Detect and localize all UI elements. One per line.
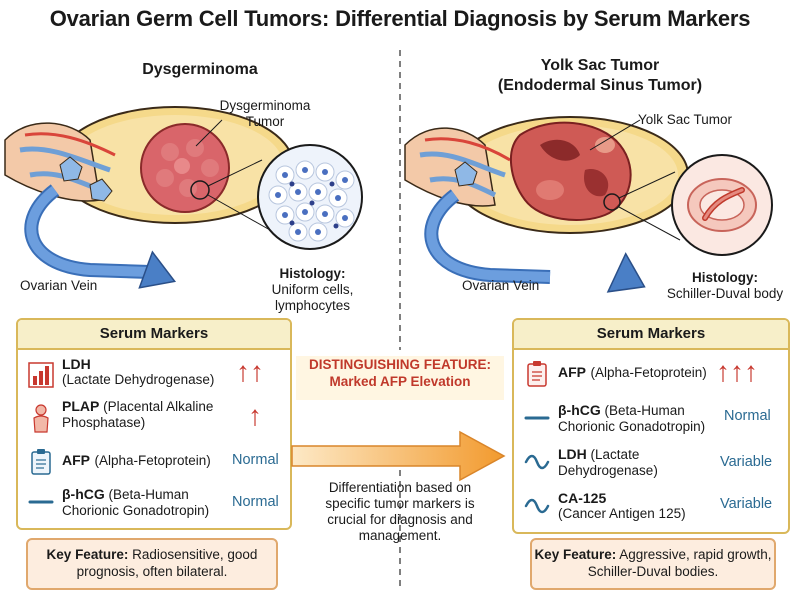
dash-icon (28, 500, 54, 504)
key-feature-text: Aggressive, rapid growth, Schiller-Duval… (587, 547, 772, 579)
marker-name: LDH (558, 446, 587, 462)
yolk-sac-tumor-label: Yolk Sac Tumor (638, 112, 733, 127)
marker-name: CA-125 (558, 490, 607, 506)
right-marker-row-afp: AFP (Alpha-Fetoprotein) ↑↑↑ (514, 356, 788, 392)
status-normal: Normal (232, 494, 279, 510)
bar-chart-icon (28, 362, 54, 388)
left-ovarian-vein-label: Ovarian Vein (20, 278, 98, 293)
key-feature-label: Key Feature: (46, 547, 129, 562)
wave-icon (524, 454, 550, 470)
up-arrow-icon: ↑ (248, 400, 262, 431)
key-feature-label: Key Feature: (534, 547, 617, 562)
yolk-sac-ovary-illustration (404, 116, 773, 293)
marker-full-name: (Lactate Dehydrogenase) (558, 447, 658, 478)
right-marker-row-bhcg: β-hCG (Beta-Human Chorionic Gonadotropin… (514, 400, 788, 440)
marker-name: β-hCG (558, 402, 601, 418)
clipboard-icon (527, 361, 547, 387)
left-histology-text: Uniform cells, lymphocytes (271, 282, 354, 313)
distinguishing-feature-callout: DISTINGUISHING FEATURE: Marked AFP Eleva… (296, 356, 504, 400)
marker-full-name: (Beta-Human Chorionic Gonadotropin) (558, 403, 706, 434)
right-marker-row-ldh: LDH (Lactate Dehydrogenase) Variable (514, 444, 788, 484)
right-subheading: (Endodermal Sinus Tumor) (497, 77, 703, 94)
marker-name: AFP (558, 364, 586, 380)
up-arrow-icon: ↑↑ (236, 356, 264, 387)
left-marker-row-afp: AFP (Alpha-Fetoprotein) Normal (18, 444, 290, 480)
status-variable: Variable (720, 454, 773, 470)
left-heading: Dysgerminoma (142, 61, 258, 78)
right-key-feature: Key Feature: Aggressive, rapid growth, S… (530, 538, 776, 590)
status-normal: Normal (232, 452, 279, 468)
page-title: Ovarian Germ Cell Tumors: Differential D… (49, 6, 751, 31)
marker-full-name: (Alpha-Fetoprotein) (590, 365, 707, 380)
right-serum-markers-box: Serum Markers AFP (Alpha-Fetoprotein) ↑↑… (512, 318, 790, 534)
center-divider-lower (399, 470, 401, 590)
distinguishing-title: DISTINGUISHING FEATURE: (309, 357, 491, 372)
up-arrow-icon: ↑↑↑ (716, 356, 758, 387)
marker-full-name: (Beta-Human Chorionic Gonadotropin) (62, 487, 210, 518)
status-normal: Normal (724, 408, 771, 424)
person-icon (33, 404, 49, 433)
marker-name: LDH (62, 356, 91, 372)
left-markers-header: Serum Markers (18, 320, 290, 350)
key-feature-text: Radiosensitive, good prognosis, often bi… (76, 547, 258, 579)
center-divider (399, 50, 401, 350)
left-serum-markers-box: Serum Markers LDH (Lactate Dehydrogenase… (16, 318, 292, 530)
marker-full-name: (Alpha-Fetoprotein) (94, 453, 211, 468)
right-histology-title: Histology: (692, 270, 758, 285)
wave-icon (524, 498, 550, 514)
right-ovarian-vein-label: Ovarian Vein (462, 278, 540, 293)
right-histology-text: Schiller-Duval body (666, 286, 784, 301)
marker-name: AFP (62, 452, 90, 468)
marker-full-name: (Placental Alkaline Phosphatase) (62, 399, 214, 430)
dysgerminoma-tumor-label: Dysgerminoma Tumor (219, 98, 311, 129)
left-histology-title: Histology: (279, 266, 346, 281)
right-markers-header: Serum Markers (514, 320, 788, 350)
left-marker-row-plap: PLAP (Placental Alkaline Phosphatase) ↑ (18, 398, 290, 438)
dysgerminoma-ovary-illustration (4, 106, 363, 289)
dash-icon (524, 416, 550, 420)
left-key-feature: Key Feature: Radiosensitive, good progno… (26, 538, 278, 590)
clipboard-icon (31, 449, 51, 475)
marker-full-name: (Cancer Antigen 125) (558, 506, 686, 521)
status-variable: Variable (720, 496, 773, 512)
right-heading: Yolk Sac Tumor (540, 57, 660, 74)
marker-name: β-hCG (62, 486, 105, 502)
center-note: Differentiation based on specific tumor … (325, 480, 475, 543)
right-marker-row-ca125: CA-125 (Cancer Antigen 125) Variable (514, 488, 788, 528)
left-marker-row-bhcg: β-hCG (Beta-Human Chorionic Gonadotropin… (18, 484, 290, 524)
marker-name: PLAP (62, 398, 100, 414)
left-marker-row-ldh: LDH (Lactate Dehydrogenase) ↑↑ (18, 354, 290, 394)
distinguishing-text: Marked AFP Elevation (329, 374, 471, 389)
big-right-arrow (291, 430, 506, 482)
marker-full-name: (Lactate Dehydrogenase) (62, 372, 215, 387)
